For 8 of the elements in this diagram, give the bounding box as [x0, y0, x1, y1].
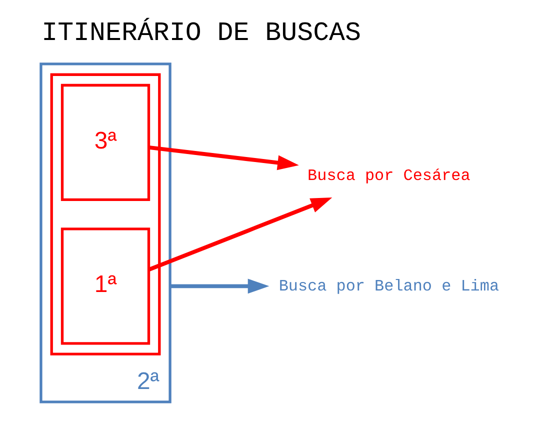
node-text: Busca por Cesárea	[307, 166, 470, 185]
arrow	[148, 198, 332, 272]
diagram-title: ITINERÁRIO DE BUSCAS	[41, 18, 360, 48]
node-box: 3ª	[60, 84, 150, 202]
node-text: Busca por Belano e Lima	[278, 277, 499, 296]
node-box: 1ª	[60, 228, 150, 345]
arrow	[170, 278, 269, 294]
cluster	[50, 73, 160, 356]
